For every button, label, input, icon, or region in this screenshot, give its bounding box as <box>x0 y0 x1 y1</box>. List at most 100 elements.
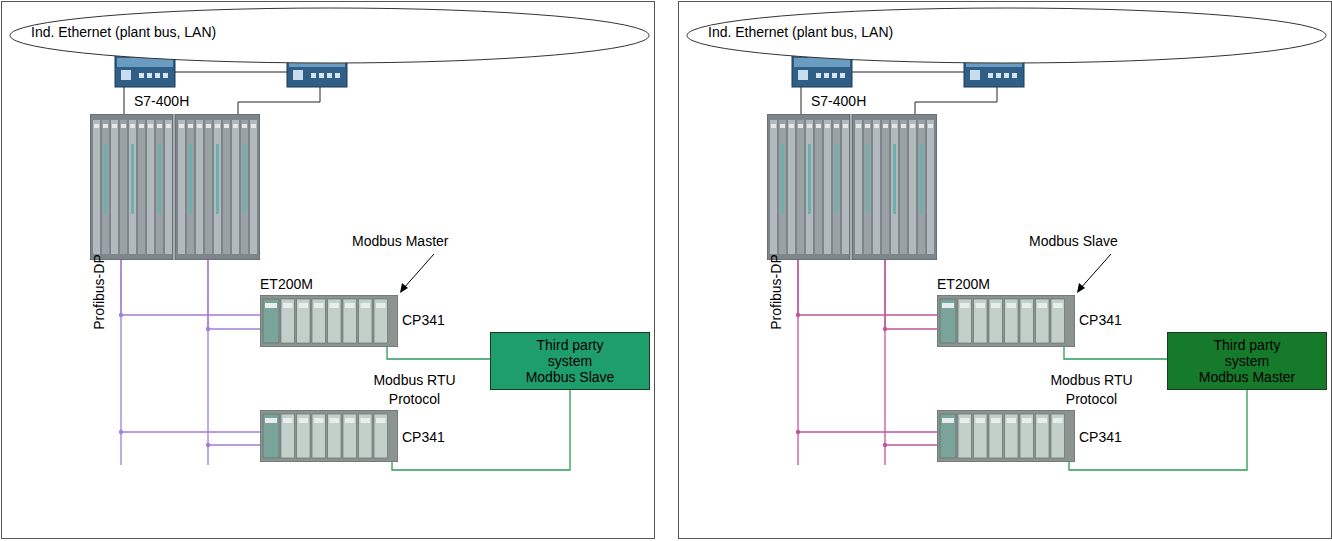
switch-port <box>832 73 837 78</box>
rack-module <box>197 124 202 128</box>
rack-module <box>345 303 355 308</box>
rack-frame <box>175 114 260 260</box>
rack-module <box>770 120 777 254</box>
rack-module <box>330 303 340 308</box>
rack-module <box>111 120 118 254</box>
network-name: Ind. Ethernet (plant bus, LAN) <box>31 24 216 40</box>
rack-module <box>958 414 972 458</box>
rack-module <box>103 124 108 128</box>
rack-module <box>147 120 154 254</box>
junction-dot <box>206 443 210 447</box>
system-name: Third party system Modbus Master <box>1198 337 1296 385</box>
rack-module <box>842 120 849 254</box>
switch-port <box>335 73 340 78</box>
rack-module <box>314 418 324 423</box>
rack-module <box>343 299 357 343</box>
rack-module <box>891 120 898 254</box>
rack-module <box>958 299 972 343</box>
rack-module <box>893 144 896 214</box>
rack-module <box>909 120 916 254</box>
rack-module <box>263 414 279 458</box>
rack-module <box>940 414 956 458</box>
profibus-line <box>120 432 121 465</box>
rack-module <box>93 120 100 254</box>
rack-module <box>882 120 889 254</box>
rack-module <box>960 418 970 423</box>
rack-module <box>189 144 192 214</box>
rack-module <box>206 124 211 128</box>
rack-module <box>806 120 813 254</box>
plc-rack: CP341 <box>937 410 1075 462</box>
rack-module <box>343 414 357 458</box>
rack-module <box>919 124 924 128</box>
device-label: CP341 <box>1079 429 1122 445</box>
switch-port <box>1012 73 1017 78</box>
rack-module <box>328 299 342 343</box>
rack-module <box>1020 414 1034 458</box>
rack-module <box>312 299 326 343</box>
rack-module <box>874 124 879 128</box>
rack-module <box>139 124 144 128</box>
profibus-line <box>798 260 937 315</box>
rack-module <box>157 124 162 128</box>
profibus-line <box>885 260 937 329</box>
rack-module <box>299 418 309 423</box>
rack-module <box>1051 414 1065 458</box>
rack-module <box>940 299 956 343</box>
junction-dot <box>119 313 123 317</box>
network-name: Ind. Ethernet (plant bus, LAN) <box>708 24 893 40</box>
rack-module <box>833 120 840 254</box>
rack-module <box>196 120 203 254</box>
ellipse-outline <box>687 8 1326 63</box>
rack-module <box>974 414 988 458</box>
switch-port <box>147 73 152 78</box>
rack-module <box>1020 299 1034 343</box>
junction-dot <box>796 430 800 434</box>
rack-module <box>130 124 135 128</box>
switch-port <box>319 73 324 78</box>
switch-port <box>139 73 144 78</box>
rack-module <box>265 418 277 423</box>
rack-module <box>855 120 862 254</box>
device-label: CP341 <box>402 429 445 445</box>
rack-module <box>251 124 256 128</box>
rack-frame <box>260 295 398 347</box>
switch-port <box>311 73 316 78</box>
rack-drawing <box>767 114 937 260</box>
profibus-line <box>121 260 260 315</box>
rack-frame <box>90 114 173 260</box>
plc-rack: ET200MCP341 <box>937 295 1075 347</box>
rack-module <box>281 299 295 343</box>
rack-module <box>376 303 386 308</box>
rack-module <box>816 124 821 128</box>
rack-module <box>789 124 794 128</box>
rack-drawing <box>260 295 398 347</box>
rack-module <box>824 120 831 254</box>
system-name: Third party system Modbus Slave <box>525 337 615 385</box>
rack-module <box>910 124 915 128</box>
rack-module <box>243 144 246 214</box>
leader-arrow <box>403 254 434 289</box>
network-ellipse: Ind. Ethernet (plant bus, LAN) <box>9 7 650 64</box>
connector-line <box>798 260 937 432</box>
junction-dot <box>796 313 800 317</box>
rack-drawing <box>937 410 1075 462</box>
connector-line <box>208 260 260 329</box>
rack-module <box>825 124 830 128</box>
rack-module <box>216 144 219 214</box>
rack-module <box>120 120 127 254</box>
rack-module <box>299 303 309 308</box>
rack-module <box>942 418 954 423</box>
switch-symbol <box>792 56 852 87</box>
rack-module <box>223 120 230 254</box>
rack-frame <box>937 410 1075 462</box>
modbus-line <box>1064 347 1167 359</box>
switch-port <box>996 73 1001 78</box>
rack-module <box>1005 414 1019 458</box>
connector-line <box>121 260 260 315</box>
rack-module <box>215 124 220 128</box>
network-ellipse: Ind. Ethernet (plant bus, LAN) <box>686 7 1327 64</box>
rack-module <box>918 120 925 254</box>
rack-module <box>112 124 117 128</box>
device-label: ET200M <box>260 276 313 292</box>
